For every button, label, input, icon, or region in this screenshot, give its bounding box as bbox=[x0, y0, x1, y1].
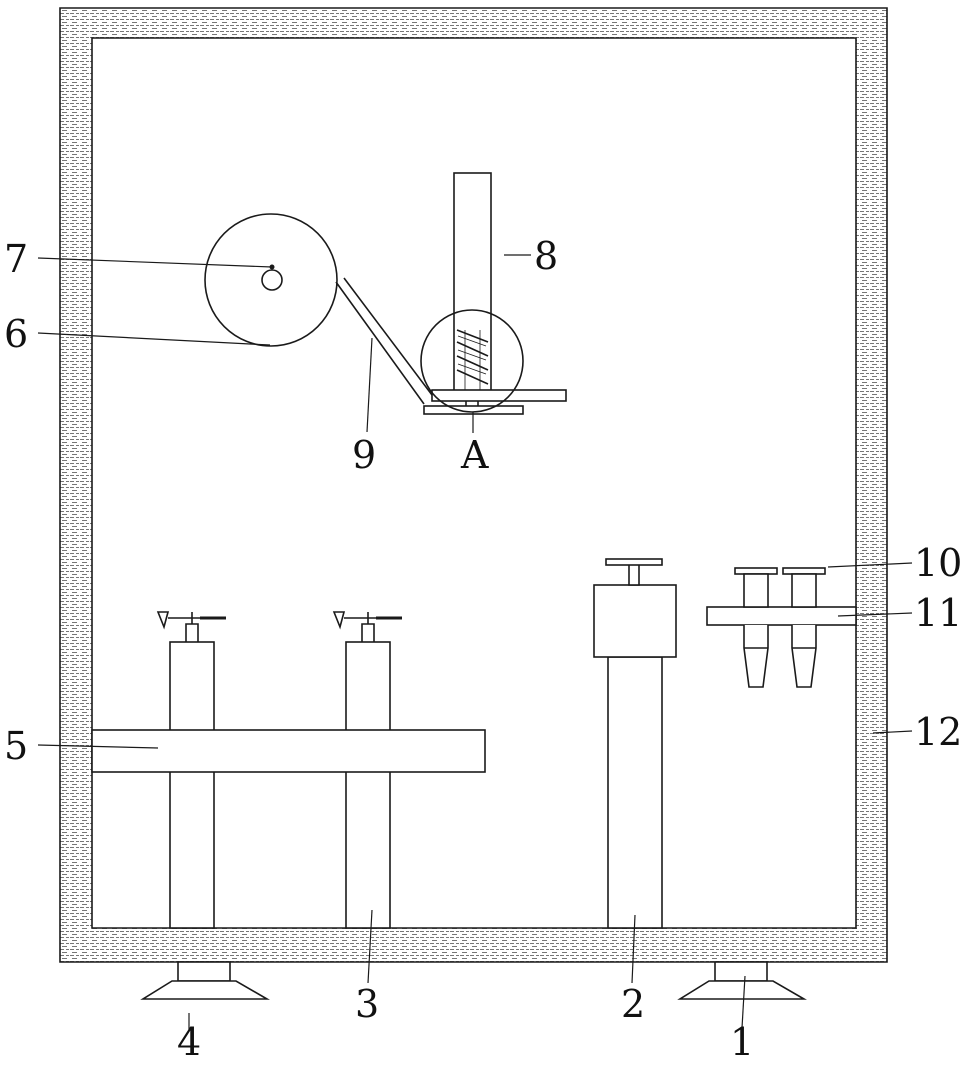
reel-axle bbox=[262, 270, 282, 290]
clamp-upper-plate bbox=[432, 390, 566, 401]
clamp-screw-right bbox=[334, 612, 402, 642]
horizontal-beam bbox=[92, 730, 485, 772]
test-tube-left bbox=[735, 568, 777, 687]
label-7: 7 bbox=[4, 237, 28, 281]
support-column-right bbox=[346, 642, 390, 928]
pillar-handle-bar bbox=[606, 559, 662, 565]
label-5: 5 bbox=[4, 724, 28, 768]
label-8: 8 bbox=[534, 234, 558, 278]
pillar bbox=[608, 657, 662, 928]
label-4: 4 bbox=[177, 1020, 201, 1062]
label-12: 12 bbox=[914, 710, 962, 754]
label-6: 6 bbox=[4, 312, 28, 356]
pillar-head-box bbox=[594, 585, 676, 657]
pillar-handle-stem bbox=[629, 564, 639, 585]
label-3: 3 bbox=[355, 982, 379, 1026]
foot-left bbox=[143, 962, 267, 999]
foot-right bbox=[680, 962, 804, 999]
clamp-screw-left bbox=[158, 612, 226, 642]
label-11: 11 bbox=[914, 591, 962, 635]
label-10: 10 bbox=[914, 541, 962, 585]
label-2: 2 bbox=[621, 982, 645, 1026]
label-a: A bbox=[460, 433, 489, 477]
label-1: 1 bbox=[730, 1020, 754, 1062]
tube-rack-shelf bbox=[707, 607, 856, 625]
test-tube-right bbox=[783, 568, 825, 687]
label-9: 9 bbox=[352, 433, 376, 477]
cable bbox=[336, 278, 432, 404]
support-column-left bbox=[170, 642, 214, 928]
